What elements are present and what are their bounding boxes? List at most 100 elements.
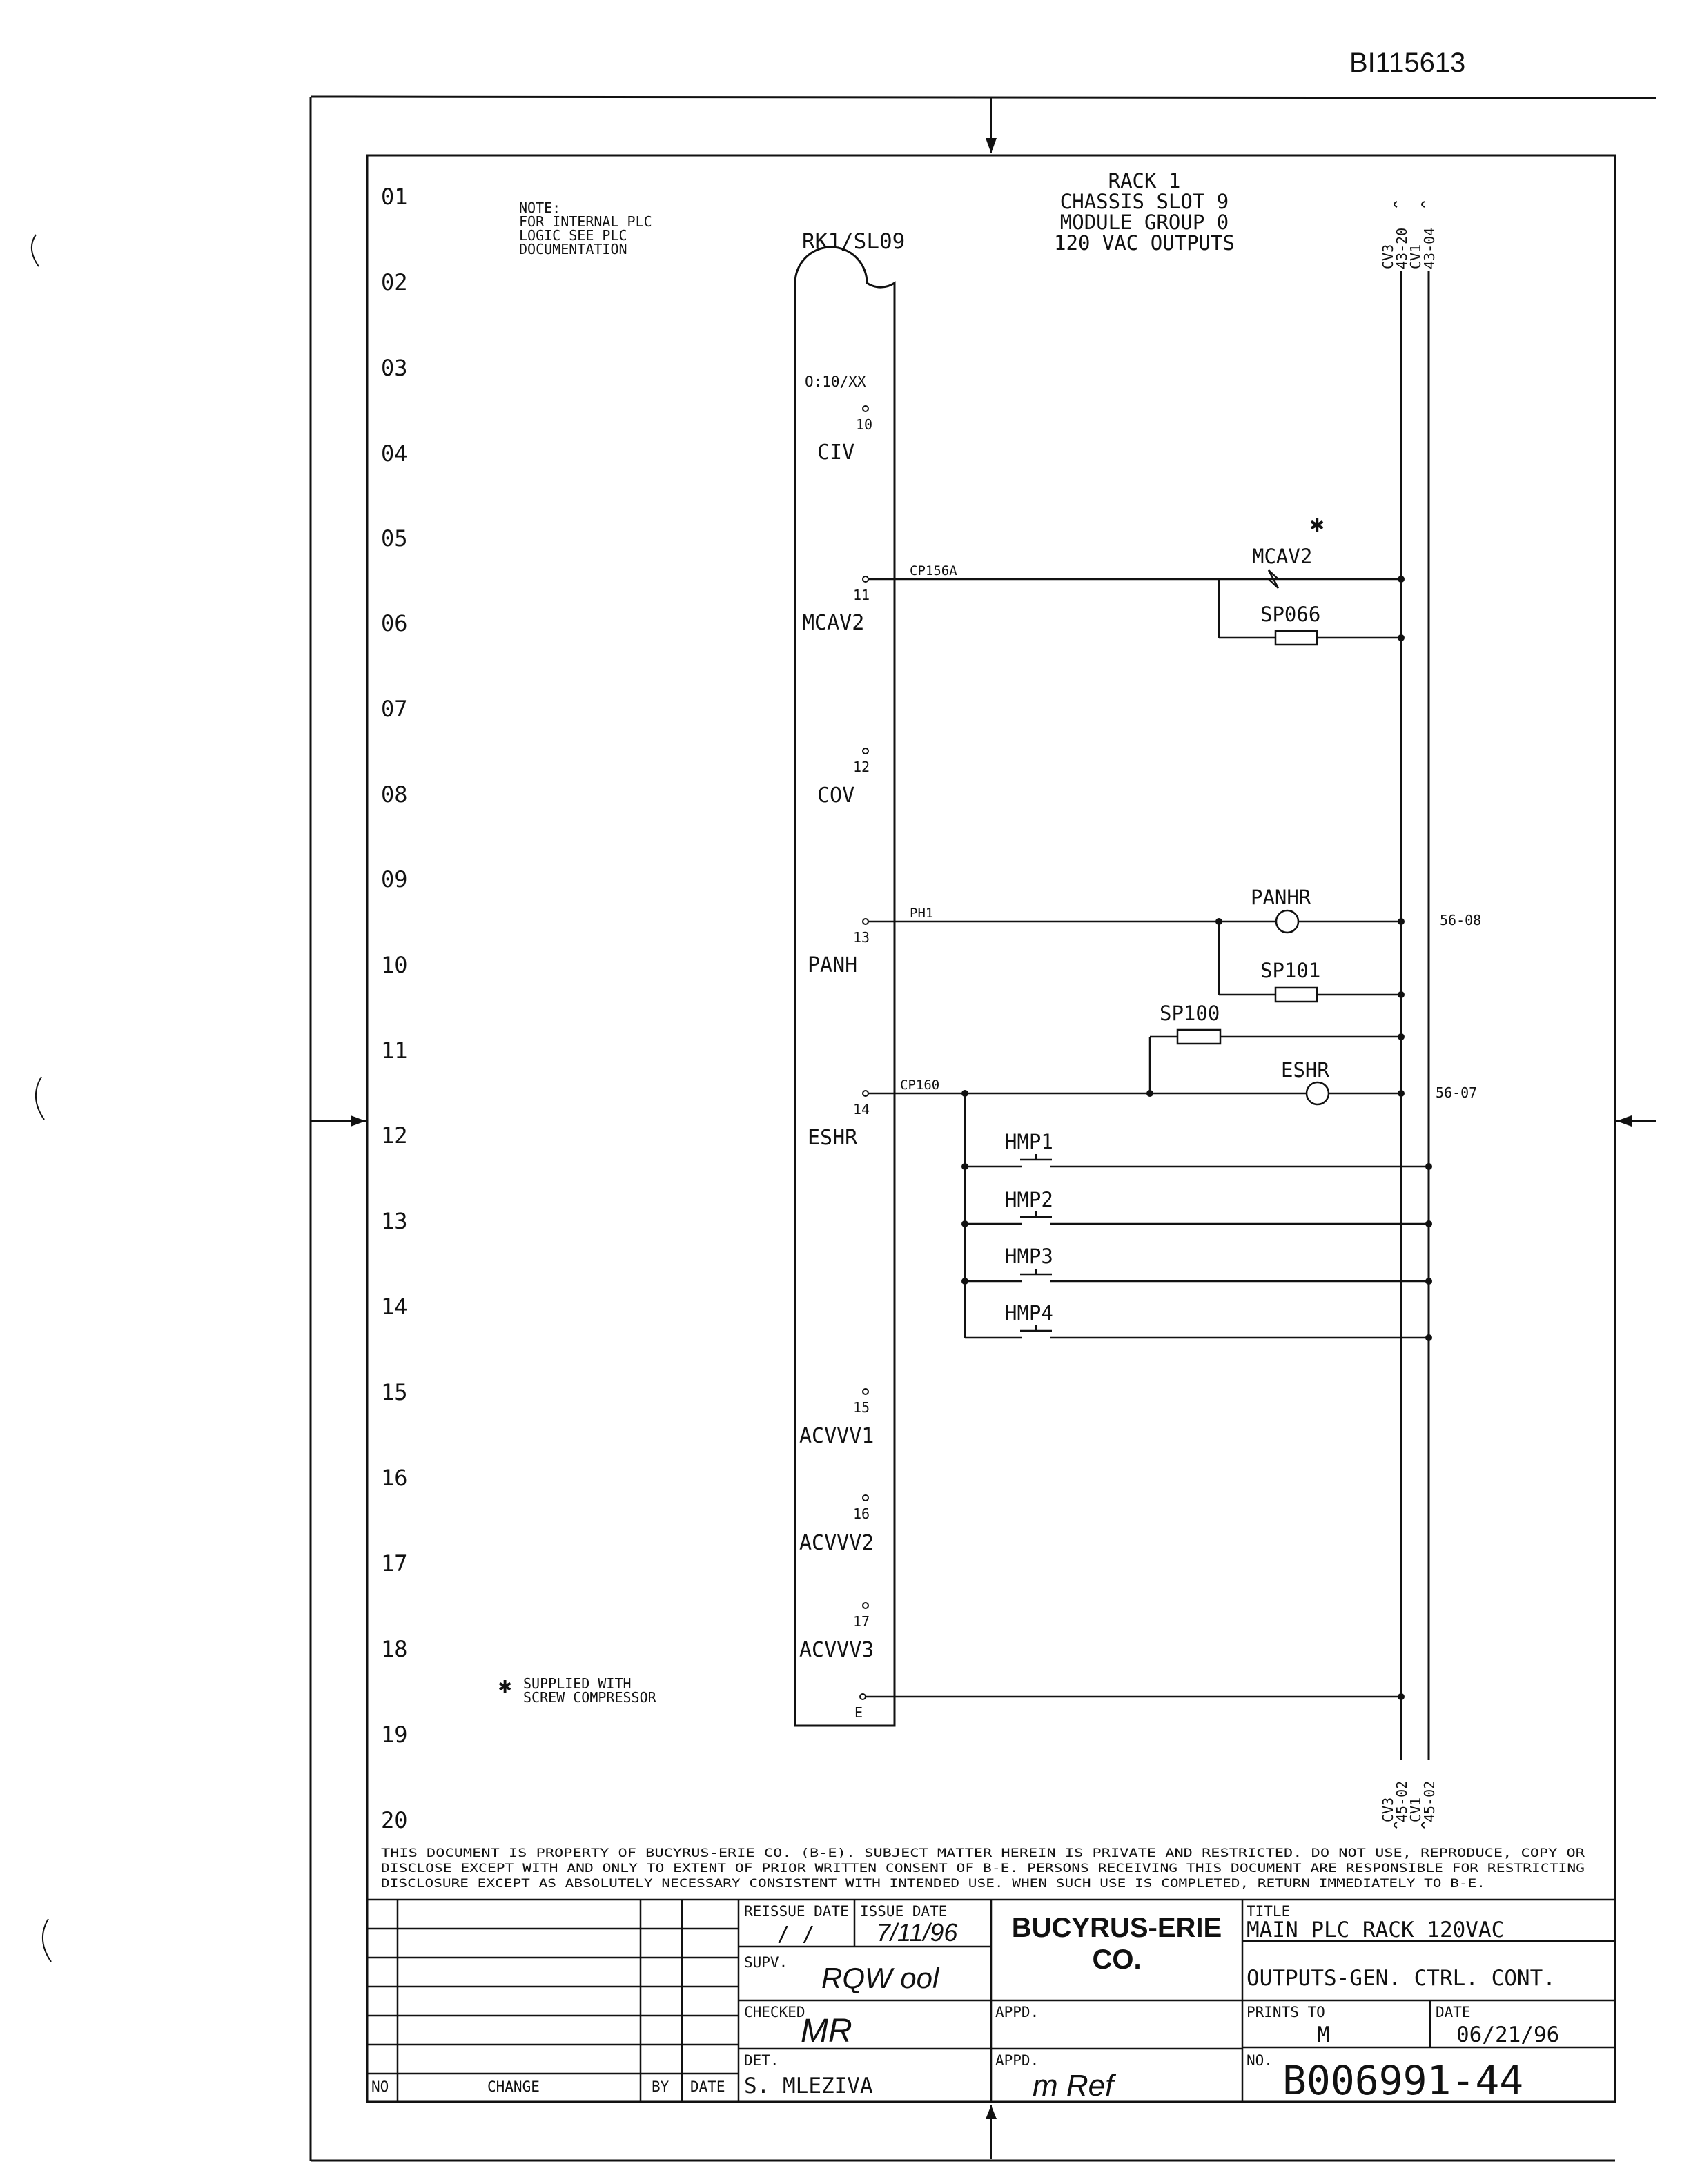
output-name: ACVVV1 [799, 1424, 874, 1448]
terminal-number: E [854, 1704, 863, 1721]
resistor-sp066: SP066 [1260, 603, 1320, 646]
svg-text:APPD.: APPD. [995, 2004, 1039, 2020]
component-label: HMP2 [1005, 1188, 1053, 1211]
svg-text:43-20: 43-20 [1394, 228, 1410, 269]
row-number: 16 [381, 1465, 408, 1491]
svg-text:APPD.: APPD. [995, 2052, 1039, 2069]
company-name: BUCYRUS-ERIE [1012, 1913, 1222, 1943]
row-number: 14 [381, 1294, 408, 1320]
svg-text:DISCLOSURE EXCEPT AS ABSOLUTEL: DISCLOSURE EXCEPT AS ABSOLUTELY NECESSAR… [381, 1877, 1485, 1891]
col-date: DATE [690, 2078, 725, 2095]
row-number: 04 [381, 440, 408, 467]
svg-text:CV1: CV1 [1407, 244, 1424, 269]
relay-coil-eshr: ESHR [1281, 1058, 1329, 1106]
row-number: 12 [381, 1122, 408, 1149]
wire-label: CP156A [910, 563, 957, 578]
row-number: 09 [381, 866, 408, 893]
document-id: BI115613 [1349, 48, 1465, 78]
resistor-sp100: SP100 [1160, 1002, 1222, 1045]
checked-signature: MR [801, 2013, 852, 2049]
svg-text:RACK 1: RACK 1 [1108, 169, 1181, 193]
svg-text:45-02: 45-02 [1394, 1781, 1410, 1822]
row-number: 02 [381, 269, 408, 295]
svg-text:DOCUMENTATION: DOCUMENTATION [519, 241, 627, 257]
output-name: PANH [808, 953, 857, 977]
power-rails [1400, 271, 1430, 1760]
hmp-contacts: HMP1 HMP2 HMP3 HMP4 [1005, 1130, 1053, 1332]
terminal-number: 10 [856, 416, 872, 433]
svg-text:DISCLOSE EXCEPT WITH AND ONLY: DISCLOSE EXCEPT WITH AND ONLY TO EXTENT … [381, 1862, 1585, 1875]
row-number: 20 [381, 1807, 408, 1833]
svg-text:DET.: DET. [744, 2052, 779, 2069]
row-number: 05 [381, 525, 408, 552]
company-block: BUCYRUS-ERIE CO. APPD. APPD. m Ref [995, 1913, 1222, 2103]
svg-text:CV1: CV1 [1407, 1797, 1424, 1822]
resistor-sp101: SP101 [1260, 959, 1320, 1003]
component-label: HMP3 [1005, 1245, 1053, 1268]
svg-text:CV3: CV3 [1380, 1797, 1396, 1822]
col-no: NO [371, 2078, 389, 2095]
terminal-number: 15 [853, 1399, 870, 1416]
terminal-number: 16 [853, 1505, 870, 1522]
component-label: HMP4 [1005, 1301, 1053, 1325]
revision-headers: NO CHANGE BY DATE [371, 2078, 725, 2095]
output-terminals: 10 CIV 11 MCAV2 12 COV 13 PANH 14 ESHR 1… [799, 405, 874, 1721]
rail-brackets [1394, 201, 1425, 1829]
wire-label: CP160 [900, 1078, 939, 1093]
svg-text:DATE: DATE [1436, 2004, 1471, 2020]
row-number: 07 [381, 696, 408, 722]
disclaimer: THIS DOCUMENT IS PROPERTY OF BUCYRUS-ERI… [381, 1846, 1585, 1891]
approval-signature: m Ref [1033, 2069, 1117, 2103]
svg-text:SUPPLIED WITH: SUPPLIED WITH [523, 1675, 632, 1692]
svg-text:ISSUE DATE: ISSUE DATE [860, 1903, 947, 1920]
output-name: ESHR [808, 1126, 858, 1150]
row-number: 18 [381, 1636, 408, 1662]
issue-fields: REISSUE DATE / / ISSUE DATE 7/11/96 SUPV… [744, 1903, 958, 2098]
terminal-point [862, 1388, 869, 1395]
terminal-number: 11 [853, 587, 870, 603]
svg-text:M: M [1317, 2022, 1330, 2047]
terminal-number: 14 [853, 1101, 870, 1118]
svg-text:TITLE: TITLE [1247, 1903, 1290, 1920]
terminal-point [862, 1494, 869, 1501]
row-number: 11 [381, 1037, 408, 1064]
rail-labels: CV3 43-20 CV1 43-04 CV3 45-02 CV1 45-02 [1380, 228, 1438, 1822]
row-number: 03 [381, 355, 408, 381]
module-address: O:10/XX [805, 373, 866, 390]
component-label: SP100 [1160, 1002, 1220, 1025]
terminal-point [862, 576, 869, 583]
terminal-point [862, 1602, 869, 1609]
terminal-point [862, 918, 869, 925]
terminal-number: 17 [853, 1613, 870, 1630]
svg-text:43-04: 43-04 [1421, 228, 1438, 269]
output-name: ACVVV3 [799, 1638, 874, 1662]
supv-signature: RQW ool [821, 1962, 940, 1994]
binder-marks [31, 234, 52, 1962]
cross-reference: 56-08 [1440, 912, 1481, 928]
terminal-number: 12 [853, 759, 870, 775]
row-number: 17 [381, 1550, 408, 1577]
row-number: 01 [381, 184, 408, 210]
svg-text:NO.: NO. [1247, 2052, 1273, 2069]
col-by: BY [652, 2078, 669, 2095]
svg-text:REISSUE DATE: REISSUE DATE [744, 1903, 849, 1920]
terminal-number: 13 [853, 929, 870, 946]
wire-label: PH1 [910, 906, 933, 921]
svg-text:120 VAC OUTPUTS: 120 VAC OUTPUTS [1054, 231, 1235, 255]
svg-text:SCREW COMPRESSOR: SCREW COMPRESSOR [523, 1689, 657, 1706]
terminal-point [862, 748, 869, 754]
row-number: 06 [381, 610, 408, 636]
drawing-date: 06/21/96 [1456, 2022, 1559, 2047]
output-name: CIV [817, 440, 854, 465]
svg-text:CV3: CV3 [1380, 244, 1396, 269]
svg-text:NOTE:: NOTE: [519, 199, 560, 216]
contact-hmp3: HMP3 [1005, 1245, 1053, 1276]
svg-text:CHECKED: CHECKED [744, 2004, 805, 2020]
rack-info: RACK 1 CHASSIS SLOT 9 MODULE GROUP 0 120… [1054, 169, 1235, 255]
svg-text:FOR INTERNAL PLC: FOR INTERNAL PLC [519, 213, 652, 230]
mcav2-contact: ✱ MCAV2 [1235, 510, 1324, 589]
row-number: 15 [381, 1379, 408, 1405]
contact-hmp2: HMP2 [1005, 1188, 1053, 1218]
